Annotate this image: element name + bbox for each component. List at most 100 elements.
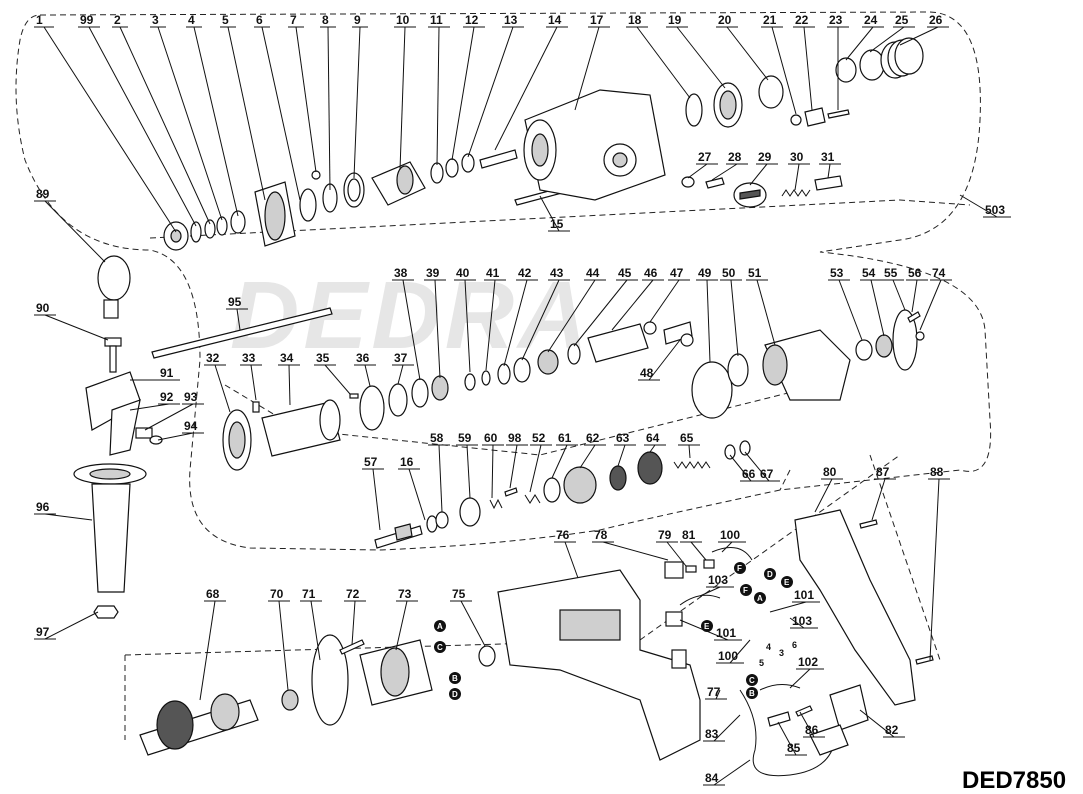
callout-leader-line [43, 26, 177, 233]
callout-leader-line [467, 26, 514, 158]
callout-label-6: 6 [256, 13, 263, 27]
callout-leader-line [827, 163, 831, 179]
part-54-bearing [875, 334, 893, 358]
callout-leader-line [713, 714, 741, 742]
callout-label-47: 47 [670, 266, 684, 280]
part-31-brush [814, 175, 843, 191]
part-38-ring [411, 378, 429, 408]
callout-leader-line [777, 721, 797, 756]
terminal-number-4: 4 [766, 642, 771, 652]
callout-leader-line [44, 611, 99, 640]
callout-leader-line [699, 586, 721, 597]
marker-letter-c: C [437, 643, 443, 652]
callout-leader-line [564, 541, 579, 579]
callout-label-37: 37 [394, 351, 408, 365]
callout-leader-line [899, 26, 939, 46]
callout-label-41: 41 [486, 266, 500, 280]
part-62-wobble-bearing [563, 466, 597, 504]
marker-letter-b: B [749, 689, 755, 698]
callout-leader-line [547, 279, 596, 353]
callout-label-102: 102 [798, 655, 818, 669]
callout-label-3: 3 [152, 13, 159, 27]
assembly-line-right [779, 454, 941, 661]
marker-e [781, 576, 793, 588]
terminal-number-6: 6 [792, 640, 797, 650]
callout-label-29: 29 [758, 150, 772, 164]
callout-label-43: 43 [550, 266, 564, 280]
part-88-screw [915, 655, 934, 665]
marker-d [764, 568, 776, 580]
part-71-baffle [311, 634, 349, 726]
part-37-ring [388, 383, 408, 417]
callout-label-95: 95 [228, 295, 242, 309]
callout-label-38: 38 [394, 266, 408, 280]
callout-leader-line [438, 444, 443, 513]
callout-label-31: 31 [821, 150, 835, 164]
callout-label-18: 18 [628, 13, 642, 27]
part-94-washer [149, 435, 163, 445]
marker-letter-c: C [749, 676, 755, 685]
part-50-ring [727, 353, 749, 387]
part-60-spring [489, 498, 503, 510]
callout-label-30: 30 [790, 150, 804, 164]
callout-label-103b: 103 [792, 614, 812, 628]
callout-label-1: 1 [36, 13, 43, 27]
callout-label-79: 79 [658, 528, 672, 542]
part-9-spring [343, 172, 365, 208]
callout-leader-line [199, 600, 216, 701]
part-11-ring [430, 162, 444, 184]
callout-leader-line [372, 468, 381, 531]
callout-label-73: 73 [398, 587, 412, 601]
callout-leader-line [573, 279, 628, 347]
callout-label-74: 74 [932, 266, 946, 280]
callout-label-7: 7 [290, 13, 297, 27]
callout-leader-line [870, 279, 885, 337]
part-64-gear [637, 451, 663, 485]
part-59-clutch [459, 497, 481, 527]
part-45-oring [567, 343, 581, 365]
callout-leader-line [611, 279, 654, 331]
part-92-clamp [109, 399, 141, 456]
part-49-oring [691, 361, 733, 419]
callout-label-27: 27 [698, 150, 712, 164]
callout-label-5: 5 [222, 13, 229, 27]
marker-c [746, 674, 758, 686]
callout-leader-line [236, 308, 241, 331]
part-10-tool-holder [371, 161, 426, 206]
callout-label-100b: 100 [718, 649, 738, 663]
callout-label-49: 49 [698, 266, 712, 280]
part-79-screw [685, 565, 697, 573]
part-51-crank-housing [762, 329, 851, 401]
terminal-number-3: 3 [779, 648, 784, 658]
callout-leader-line [144, 403, 194, 431]
part-99-washer [190, 221, 202, 243]
part-17-gear-housing [523, 89, 666, 201]
callout-leader-line [706, 279, 711, 363]
callout-leader-line [364, 364, 371, 387]
part-81-terminal [703, 559, 715, 569]
part-73-stator [359, 639, 433, 706]
callout-leader-line [636, 26, 691, 99]
part-72-screw [339, 639, 365, 655]
part-33-pin [252, 401, 260, 413]
callout-leader-line [845, 26, 874, 61]
part-100-cable [711, 547, 753, 561]
assembly-line-top [149, 199, 971, 239]
callout-label-34: 34 [280, 351, 294, 365]
callout-label-84: 84 [705, 771, 719, 785]
callout-label-65: 65 [680, 431, 694, 445]
part-30-spring [781, 189, 811, 197]
part-102-cable [759, 684, 801, 691]
callout-leader-line [769, 601, 807, 613]
callout-label-36: 36 [356, 351, 370, 365]
callout-leader-line [310, 600, 321, 661]
callout-label-60: 60 [484, 431, 498, 445]
callout-leader-line [721, 541, 733, 553]
terminal-number-5: 5 [759, 658, 764, 668]
callout-label-87: 87 [876, 465, 890, 479]
part-6-spring [299, 188, 317, 222]
callout-label-90: 90 [36, 301, 50, 315]
callout-label-67: 67 [760, 467, 774, 481]
callout-leader-line [295, 26, 317, 173]
